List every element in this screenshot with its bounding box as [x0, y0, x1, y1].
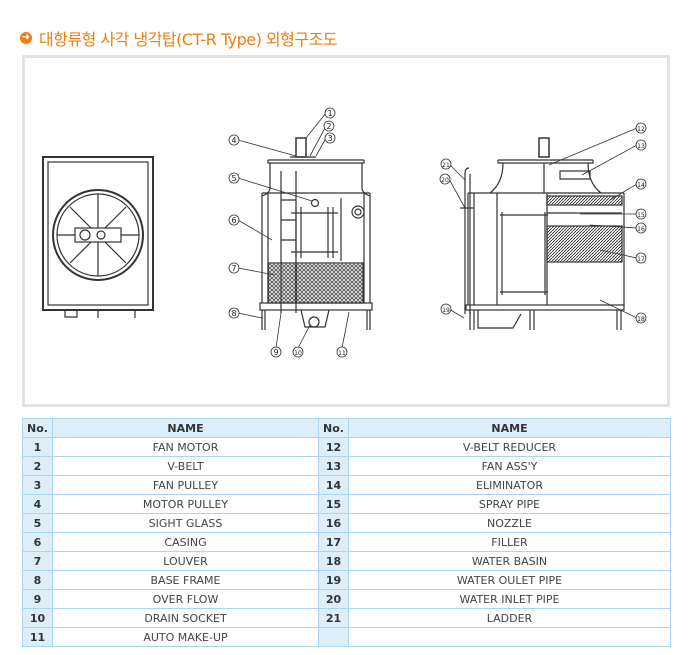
callout-1: 1: [327, 109, 332, 118]
part-name: V-BELT: [52, 456, 319, 476]
part-name: OVER FLOW: [52, 589, 319, 609]
header-name: NAME: [52, 418, 319, 438]
part-number: 10: [22, 608, 53, 628]
part-number: 4: [22, 494, 53, 514]
callout-12: 12: [637, 126, 645, 133]
side-view: [460, 137, 625, 330]
part-number: 1: [22, 437, 53, 457]
part-name: FILLER: [348, 532, 671, 552]
part-number: 7: [22, 551, 53, 571]
callout-2: 2: [326, 122, 331, 131]
part-name: BASE FRAME: [52, 570, 319, 590]
callout-11: 11: [338, 350, 346, 357]
part-number: 6: [22, 532, 53, 552]
part-number: 9: [22, 589, 53, 609]
top-view: [42, 156, 154, 318]
callout-4: 4: [231, 136, 236, 145]
header-no: No.: [22, 418, 53, 438]
part-name: ELIMINATOR: [348, 475, 671, 495]
callout-13: 13: [637, 143, 645, 150]
part-number: 8: [22, 570, 53, 590]
part-number: 12: [318, 437, 349, 457]
part-number: 16: [318, 513, 349, 533]
part-name: CASING: [52, 532, 319, 552]
front-view: [259, 137, 373, 330]
callout-3: 3: [327, 134, 332, 143]
part-name: FAN ASS'Y: [348, 456, 671, 476]
part-number: 13: [318, 456, 349, 476]
title-text: 대항류형 사각 냉각탑(CT-R Type) 외형구조도: [39, 30, 338, 49]
part-name: DRAIN SOCKET: [52, 608, 319, 628]
callout-7: 7: [231, 264, 236, 273]
callout-10: 10: [294, 350, 302, 357]
callout-14: 14: [637, 182, 645, 189]
callout-21: 21: [442, 162, 450, 169]
callout-5: 5: [231, 174, 236, 183]
part-number: [318, 627, 349, 647]
header-name: NAME: [348, 418, 671, 438]
part-name: LOUVER: [52, 551, 319, 571]
callout-15: 15: [637, 212, 645, 219]
section-title: ➜ 대항류형 사각 냉각탑(CT-R Type) 외형구조도: [20, 26, 338, 50]
part-name: SIGHT GLASS: [52, 513, 319, 533]
part-number: 18: [318, 551, 349, 571]
part-name: NOZZLE: [348, 513, 671, 533]
part-number: 3: [22, 475, 53, 495]
callout-18: 18: [637, 316, 645, 323]
callout-9: 9: [273, 348, 278, 357]
part-name: WATER BASIN: [348, 551, 671, 571]
part-number: 17: [318, 532, 349, 552]
diagram-frame: 1 2 3 4 5 6 7 8 9 10 11 12 13 14 15 16 1…: [22, 55, 670, 407]
callout-6: 6: [231, 216, 236, 225]
part-name: MOTOR PULLEY: [52, 494, 319, 514]
part-number: 21: [318, 608, 349, 628]
callout-20: 20: [441, 177, 449, 184]
part-number: 11: [22, 627, 53, 647]
callout-17: 17: [637, 256, 645, 263]
part-name: FAN PULLEY: [52, 475, 319, 495]
part-number: 20: [318, 589, 349, 609]
leader-lines: [237, 112, 638, 349]
part-name: [348, 627, 671, 647]
part-name: WATER INLET PIPE: [348, 589, 671, 609]
callout-8: 8: [231, 309, 236, 318]
part-number: 2: [22, 456, 53, 476]
part-name: AUTO MAKE-UP: [52, 627, 319, 647]
part-name: LADDER: [348, 608, 671, 628]
part-name: FAN MOTOR: [52, 437, 319, 457]
part-number: 15: [318, 494, 349, 514]
callout-19: 19: [442, 307, 450, 314]
part-name: SPRAY PIPE: [348, 494, 671, 514]
part-number: 14: [318, 475, 349, 495]
callout-16: 16: [637, 226, 645, 233]
header-no: No.: [318, 418, 349, 438]
table-header: No. NAME No. NAME: [22, 418, 671, 438]
arrow-circle-icon: ➜: [20, 32, 32, 44]
callouts: 1 2 3 4 5 6 7 8 9 10 11 12 13 14 15 16 1…: [228, 107, 647, 358]
part-number: 5: [22, 513, 53, 533]
part-name: WATER OULET PIPE: [348, 570, 671, 590]
part-number: 19: [318, 570, 349, 590]
part-name: V-BELT REDUCER: [348, 437, 671, 457]
cooling-tower-drawing: 1 2 3 4 5 6 7 8 9 10 11 12 13 14 15 16 1…: [42, 107, 647, 358]
